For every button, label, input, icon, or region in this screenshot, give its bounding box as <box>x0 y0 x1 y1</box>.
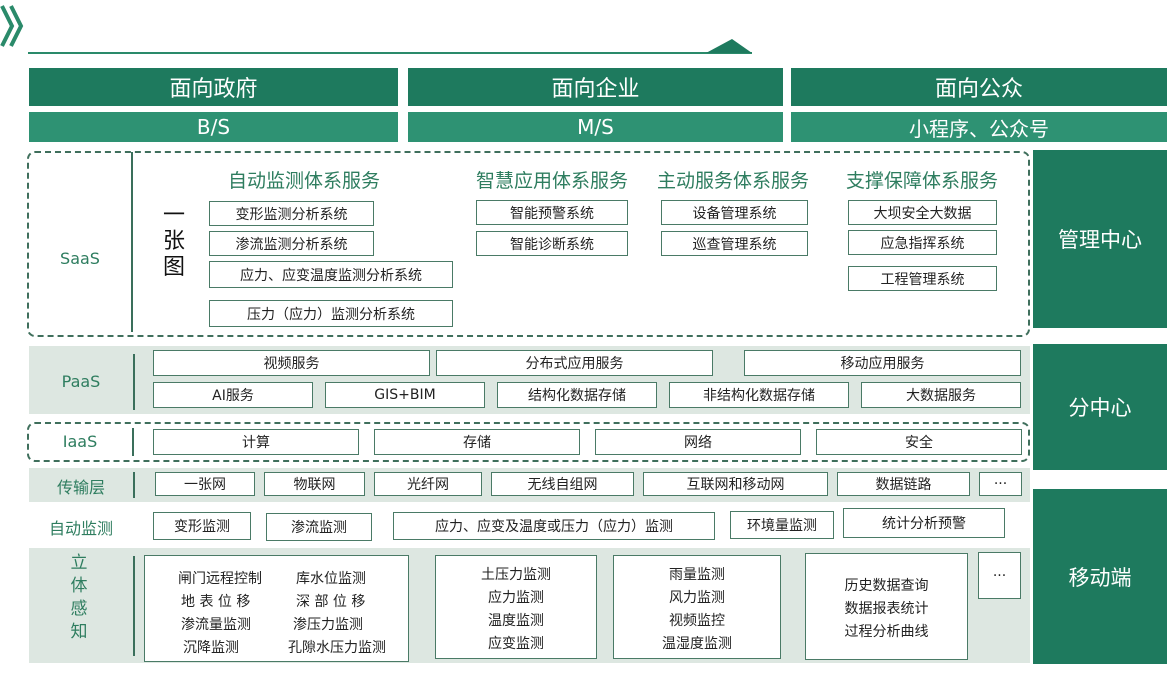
auto-monitor-label: 自动监测 <box>48 519 113 538</box>
subheader-ms: M/S <box>408 112 783 142</box>
gate-remote-control: 闸门远程控制 <box>178 571 262 587</box>
header-public: 面向公众 <box>791 68 1167 106</box>
pore-water-pressure-monitoring: 孔隙水压力监测 <box>288 640 386 656</box>
side-management-center: 管理中心 <box>1033 150 1167 328</box>
pressure-analysis-system[interactable]: 压力（应力）监测分析系统 <box>209 300 453 327</box>
data-report-statistics: 数据报表统计 <box>844 601 929 617</box>
emergency-command-system[interactable]: 应急指挥系统 <box>848 230 997 255</box>
top-decoration <box>0 5 752 54</box>
category-auto-monitoring: 自动监测体系服务 <box>227 170 380 192</box>
network[interactable]: 网络 <box>595 429 801 455</box>
deformation-monitoring[interactable]: 变形监测 <box>153 512 251 540</box>
stress-strain-temperature-analysis-system[interactable]: 应力、应变温度监测分析系统 <box>209 261 453 288</box>
sensor-group-1: 闸门远程控制 库水位监测 地 表 位 移 深 部 位 移 渗流量监测 渗压力监测… <box>144 555 409 662</box>
mobile-app-service[interactable]: 移动应用服务 <box>744 350 1021 376</box>
transport-divider <box>133 472 135 498</box>
security[interactable]: 安全 <box>816 429 1022 455</box>
iaas-divider <box>132 428 134 456</box>
equipment-management-system[interactable]: 设备管理系统 <box>661 200 808 225</box>
subheader-bs: B/S <box>29 112 398 142</box>
perception-divider <box>133 556 135 656</box>
header-government: 面向政府 <box>29 68 398 106</box>
deep-displacement: 深 部 位 移 <box>296 594 366 610</box>
category-smart-application: 智慧应用体系服务 <box>475 170 628 192</box>
header-enterprise: 面向企业 <box>408 68 783 106</box>
perception-more[interactable]: ··· <box>978 552 1021 599</box>
iot-network[interactable]: 物联网 <box>264 472 365 496</box>
wireless-adhoc-network[interactable]: 无线自组网 <box>491 472 634 496</box>
side-sub-center: 分中心 <box>1033 344 1167 470</box>
seepage-flow-monitoring: 渗流量监测 <box>181 617 251 633</box>
environment-monitoring[interactable]: 环境量监测 <box>730 511 834 539</box>
seepage-pressure-monitoring: 渗压力监测 <box>293 617 363 633</box>
subheader-miniprogram: 小程序、公众号 <box>791 112 1167 142</box>
internet-mobile-network[interactable]: 互联网和移动网 <box>643 472 828 496</box>
sensor-group-3: 雨量监测 风力监测 视频监控 温湿度监测 <box>613 555 781 659</box>
side-mobile: 移动端 <box>1033 489 1167 664</box>
seepage-monitoring[interactable]: 渗流监测 <box>266 513 372 541</box>
transport-more[interactable]: ··· <box>979 472 1022 496</box>
iaas-layer <box>27 422 1030 462</box>
temperature-monitoring: 温度监测 <box>488 613 544 629</box>
rainfall-monitoring: 雨量监测 <box>669 567 725 583</box>
settlement-monitoring: 沉降监测 <box>183 640 239 656</box>
strain-monitoring: 应变监测 <box>488 636 544 652</box>
data-link[interactable]: 数据链路 <box>837 472 970 496</box>
transport-label: 传输层 <box>56 478 105 497</box>
sensor-group-4: 历史数据查询 数据报表统计 过程分析曲线 <box>805 553 968 660</box>
deformation-analysis-system[interactable]: 变形监测分析系统 <box>209 201 374 226</box>
one-network[interactable]: 一张网 <box>155 472 255 496</box>
reservoir-level-monitoring: 库水位监测 <box>296 571 366 587</box>
statistical-analysis-warning[interactable]: 统计分析预警 <box>843 508 1005 538</box>
surface-displacement: 地 表 位 移 <box>181 594 251 610</box>
video-service[interactable]: 视频服务 <box>153 350 430 376</box>
inspection-management-system[interactable]: 巡查管理系统 <box>661 231 808 256</box>
engineering-management-system[interactable]: 工程管理系统 <box>848 266 997 291</box>
iaas-label: IaaS <box>62 431 98 451</box>
structured-storage[interactable]: 结构化数据存储 <box>497 382 657 408</box>
distributed-app-service[interactable]: 分布式应用服务 <box>436 350 713 376</box>
sensor-group-2: 土压力监测 应力监测 温度监测 应变监测 <box>435 555 597 659</box>
dam-safety-bigdata[interactable]: 大坝安全大数据 <box>848 200 997 225</box>
compute[interactable]: 计算 <box>153 429 359 455</box>
process-analysis-curve: 过程分析曲线 <box>844 624 929 640</box>
perception-label: 立 体 感 知 <box>70 553 88 642</box>
saas-divider <box>131 152 133 332</box>
fiber-network[interactable]: 光纤网 <box>374 472 482 496</box>
wind-monitoring: 风力监测 <box>669 590 725 606</box>
gis-bim-service[interactable]: GIS+BIM <box>325 382 485 408</box>
history-data-query: 历史数据查询 <box>844 578 929 594</box>
paas-label: PaaS <box>61 371 101 391</box>
stress-monitoring: 应力监测 <box>488 590 544 606</box>
saas-layer <box>27 151 1030 337</box>
smart-diagnosis-system[interactable]: 智能诊断系统 <box>476 231 628 256</box>
smart-warning-system[interactable]: 智能预警系统 <box>476 200 628 225</box>
one-map-label: 一 张 图 <box>162 203 185 280</box>
temp-humidity-monitoring: 温湿度监测 <box>662 636 732 652</box>
ai-service[interactable]: AI服务 <box>153 382 313 408</box>
video-surveillance: 视频监控 <box>669 613 725 629</box>
category-support: 支撑保障体系服务 <box>845 170 998 192</box>
storage[interactable]: 存储 <box>374 429 580 455</box>
stress-strain-temperature-monitoring[interactable]: 应力、应变及温度或压力（应力）监测 <box>393 512 715 540</box>
category-active-service: 主动服务体系服务 <box>656 170 809 192</box>
seepage-analysis-system[interactable]: 渗流监测分析系统 <box>209 231 374 256</box>
paas-divider <box>133 354 135 410</box>
bigdata-service[interactable]: 大数据服务 <box>861 382 1021 408</box>
earth-pressure-monitoring: 土压力监测 <box>481 567 551 583</box>
saas-label: SaaS <box>60 248 100 268</box>
unstructured-storage[interactable]: 非结构化数据存储 <box>669 382 849 408</box>
